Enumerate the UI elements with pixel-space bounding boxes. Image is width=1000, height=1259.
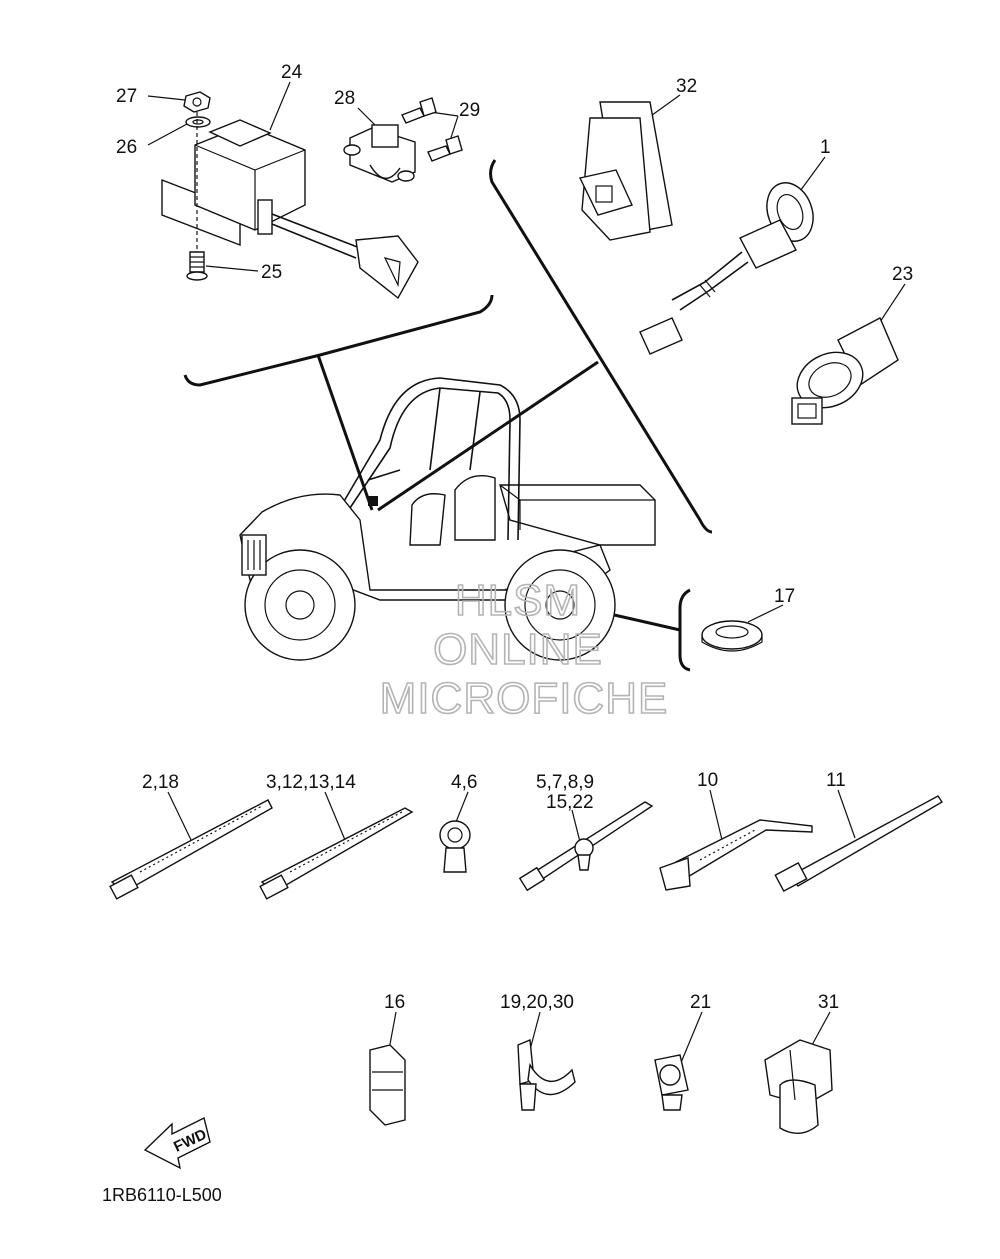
relay-assembly-24 <box>161 91 419 300</box>
callout-23: 23 <box>892 264 913 285</box>
watermark-line-2: ONLINE <box>433 625 603 674</box>
callout-29: 29 <box>459 100 480 121</box>
socket-1 <box>639 182 814 355</box>
watermark: HLSM ONLINE MICROFICHE <box>379 575 669 724</box>
watermark-line-1: HLSM <box>455 576 581 625</box>
leader-lines <box>147 81 906 1066</box>
callout-27: 27 <box>116 86 137 107</box>
callout-16: 16 <box>384 992 405 1013</box>
callout-11: 11 <box>826 770 846 791</box>
callout-15-22: 15,22 <box>546 792 594 813</box>
callout-10: 10 <box>697 770 718 791</box>
callout-2-18: 2,18 <box>142 772 179 793</box>
sensor-28 <box>343 124 416 183</box>
grommet-17 <box>701 620 763 652</box>
bolts-29 <box>401 97 463 162</box>
fwd-arrow-icon: FWD <box>143 1116 211 1170</box>
switch-23 <box>791 317 899 425</box>
callout-26: 26 <box>116 137 137 158</box>
callout-24: 24 <box>281 62 303 83</box>
fuse-box-32 <box>578 101 673 241</box>
callout-32: 32 <box>676 76 697 97</box>
callout-28: 28 <box>334 88 355 109</box>
callout-1: 1 <box>820 137 831 158</box>
callout-25: 25 <box>261 262 282 283</box>
vehicle-illustration <box>239 377 656 661</box>
callout-3-12-13-14: 3,12,13,14 <box>266 772 356 793</box>
diagram-code: 1RB6110-L500 <box>102 1185 222 1205</box>
callout-labels: 27 24 26 25 28 29 32 1 23 17 2,18 3,12,1… <box>116 62 913 1013</box>
callout-5-7-8-9: 5,7,8,9 <box>536 772 594 793</box>
callout-19-20-30: 19,20,30 <box>500 992 574 1013</box>
callout-21: 21 <box>690 992 711 1013</box>
callout-4-6: 4,6 <box>451 772 477 793</box>
watermark-line-3: MICROFICHE <box>380 674 669 723</box>
callout-17: 17 <box>774 586 795 607</box>
callout-31: 31 <box>818 992 839 1013</box>
cable-ties-row <box>109 795 943 900</box>
clips-row <box>369 1038 833 1134</box>
